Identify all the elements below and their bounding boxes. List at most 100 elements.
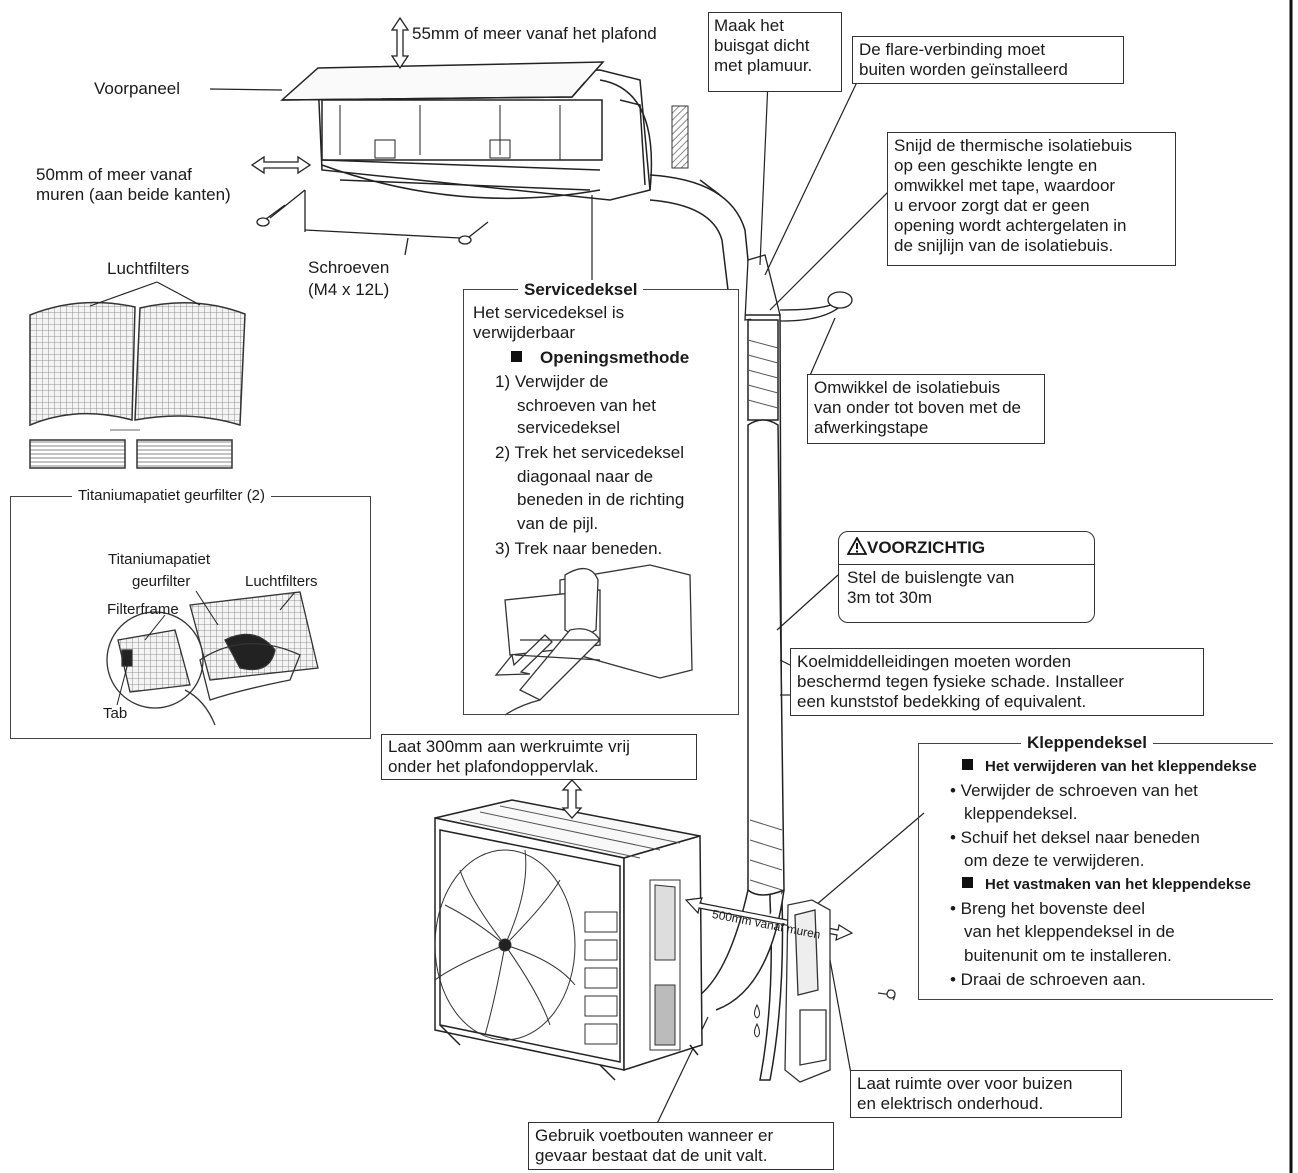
wall-gap-label-1: 50mm of meer vanaf: [36, 165, 192, 184]
service-space-line-2: en elektrisch onderhoud.: [857, 1094, 1044, 1113]
filter-label-air: Luchtfilters: [245, 573, 318, 590]
putty-line-3: met plamuur.: [714, 56, 813, 75]
screws-label-1: Schroeven: [308, 258, 390, 277]
filter-label-tab: Tab: [103, 705, 128, 722]
indoor-unit: [280, 61, 653, 201]
flare-connection: [744, 254, 853, 322]
insulation-line-2: op een geschikte lengte en: [894, 156, 1098, 175]
valve-attach-title: Het vastmaken van het kleppendekse: [985, 876, 1251, 893]
filter-label-titanium: Titaniumapatiet: [108, 551, 210, 568]
wrap-line-2: van onder tot boven met de: [814, 398, 1021, 417]
air-filters-label: Luchtfilters: [107, 259, 190, 278]
pipe-protection-box: Koelmiddelleidingen moeten worden besche…: [790, 648, 1204, 716]
service-cover-title: Servicedeksel: [518, 280, 644, 300]
wrap-line-1: Omwikkel de isolatiebuis: [814, 378, 1001, 397]
bullet-square-icon: [962, 759, 973, 770]
step-line-7: van de pijl.: [517, 514, 599, 533]
step-line-6: beneden in de richting: [517, 490, 685, 509]
filter-label-frame: Filterframe: [107, 601, 179, 618]
insulation-line-3: omwikkel met tape, waardoor: [894, 176, 1116, 195]
work-space-arrow: [561, 779, 583, 819]
insulation-note-box: Snijd de thermische isolatiebuis op een …: [887, 132, 1176, 266]
flare-note-box: De flare-verbinding moet buiten worden g…: [852, 36, 1124, 84]
ceiling-gap-arrow: [390, 16, 410, 70]
outdoor-side-panel: [649, 879, 681, 1051]
putty-note-box: Maak het buisgat dicht met plamuur.: [708, 12, 842, 92]
valve-cover-title: Kleppendeksel: [1021, 733, 1153, 753]
attach-step-3: buitenunit om te installeren.: [964, 946, 1172, 965]
caution-line-1: Stel de buislengte van: [847, 568, 1015, 587]
filter-detail: [106, 591, 319, 726]
remove-step-3: • Schuif het deksel naar beneden: [950, 828, 1200, 847]
filter-detail-leaders: [116, 590, 296, 706]
insulation-line-6: de snijlijn van de isolatiebuis.: [894, 236, 1114, 255]
front-panel-label: Voorpaneel: [94, 79, 181, 98]
attach-step-2: van het kleppendeksel in de: [964, 922, 1175, 941]
remove-step-2: kleppendeksel.: [964, 804, 1078, 823]
putty-line-2: buisgat dicht: [714, 36, 810, 55]
outdoor-vent-slats: [584, 911, 618, 1045]
work-space-line-2: onder het plafondoppervlak.: [388, 757, 599, 776]
protect-line-3: een kunststof bedekking of equivalent.: [797, 692, 1087, 711]
step-line-4: 2) Trek het servicedeksel: [495, 443, 684, 462]
service-intro-1: Het servicedeksel is: [473, 303, 625, 322]
bullet-square-icon: [511, 351, 522, 362]
bullet-square-icon: [962, 877, 973, 888]
work-space-line-1: Laat 300mm aan werkruimte vrij: [388, 737, 630, 756]
pipe-wrap-lines: [747, 339, 783, 891]
step-line-1: 1) Verwijder de: [495, 372, 609, 391]
filter-panel-title: Titaniumapatiet geurfilter (2): [72, 487, 272, 504]
wrap-note-box: Omwikkel de isolatiebuis van onder tot b…: [807, 374, 1045, 444]
valve-remove-heading: Het verwijderen van het kleppendekse: [962, 757, 1257, 777]
caution-title: VOORZICHTIG: [867, 538, 986, 557]
water-drops: [754, 1003, 760, 1038]
opening-method-title: Openingsmethode: [540, 348, 690, 367]
flare-line-2: buiten worden geïnstalleerd: [859, 60, 1068, 79]
insulation-line-5: opening wordt achtergelaten in: [894, 216, 1127, 235]
valve-cover-illustration: [784, 899, 896, 1083]
indoor-pipe: [649, 174, 751, 291]
screws-label-2: (M4 x 12L): [308, 280, 390, 299]
wall-section: [671, 105, 689, 169]
remove-step-1: • Verwijder de schroeven van het: [950, 781, 1198, 800]
service-intro-2: verwijderbaar: [473, 323, 576, 342]
putty-line-1: Maak het: [714, 16, 784, 35]
wall-gap-arrow: [250, 155, 312, 175]
outdoor-fan: [434, 849, 576, 1041]
step-line-2: schroeven van het: [517, 396, 656, 415]
foot-bolts-line-1: Gebruik voetbouten wanneer er: [535, 1126, 774, 1145]
valve-attach-heading: Het vastmaken van het kleppendekse: [962, 875, 1251, 895]
service-space-line-1: Laat ruimte over voor buizen: [857, 1074, 1073, 1093]
screws: [256, 189, 489, 256]
attach-step-1: • Breng het bovenste deel: [950, 899, 1145, 918]
remove-step-4: om deze te verwijderen.: [964, 851, 1145, 870]
outdoor-top-grille: [459, 805, 681, 859]
attach-step-4: • Draai de schroeven aan.: [950, 970, 1146, 989]
step-line-5: diagonaal naar de: [517, 467, 654, 486]
step-line-8: 3) Trek naar beneden.: [495, 539, 663, 558]
opening-method-heading: Openingsmethode: [511, 348, 689, 368]
warning-triangle-icon: [846, 536, 868, 555]
protect-line-2: beschermd tegen fysieke schade. Installe…: [797, 672, 1124, 691]
foot-bolts-line-2: gevaar bestaat dat de unit valt.: [535, 1146, 768, 1165]
air-filter-leaders: [89, 281, 201, 307]
caution-line-2: 3m tot 30m: [847, 588, 933, 607]
filter-label-odor: geurfilter: [132, 573, 191, 590]
insulation-line-4: u ervoor zorgt dat er geen: [894, 196, 1090, 215]
wrap-line-3: afwerkingstape: [814, 418, 929, 437]
step-line-3: servicedeksel: [517, 418, 620, 437]
flare-line-1: De flare-verbinding moet: [859, 40, 1046, 59]
service-cover-illustration: [494, 564, 693, 716]
ceiling-gap-label: 55mm of meer vanaf het plafond: [412, 24, 657, 43]
vertical-pipe: [689, 314, 785, 1081]
valve-remove-title: Het verwijderen van het kleppendekse: [985, 758, 1257, 775]
protect-line-1: Koelmiddelleidingen moeten worden: [797, 652, 1072, 671]
insulation-line-1: Snijd de thermische isolatiebuis: [894, 136, 1133, 155]
air-filters-illustration: [29, 301, 246, 469]
service-space-box: Laat ruimte over voor buizen en elektris…: [850, 1070, 1122, 1118]
foot-bolts-box: Gebruik voetbouten wanneer er gevaar bes…: [528, 1122, 834, 1170]
caution-box: VOORZICHTIG Stel de buislengte van 3m to…: [838, 531, 1095, 623]
filter-panel-frame: [10, 496, 371, 739]
work-space-box: Laat 300mm aan werkruimte vrij onder het…: [381, 734, 697, 780]
